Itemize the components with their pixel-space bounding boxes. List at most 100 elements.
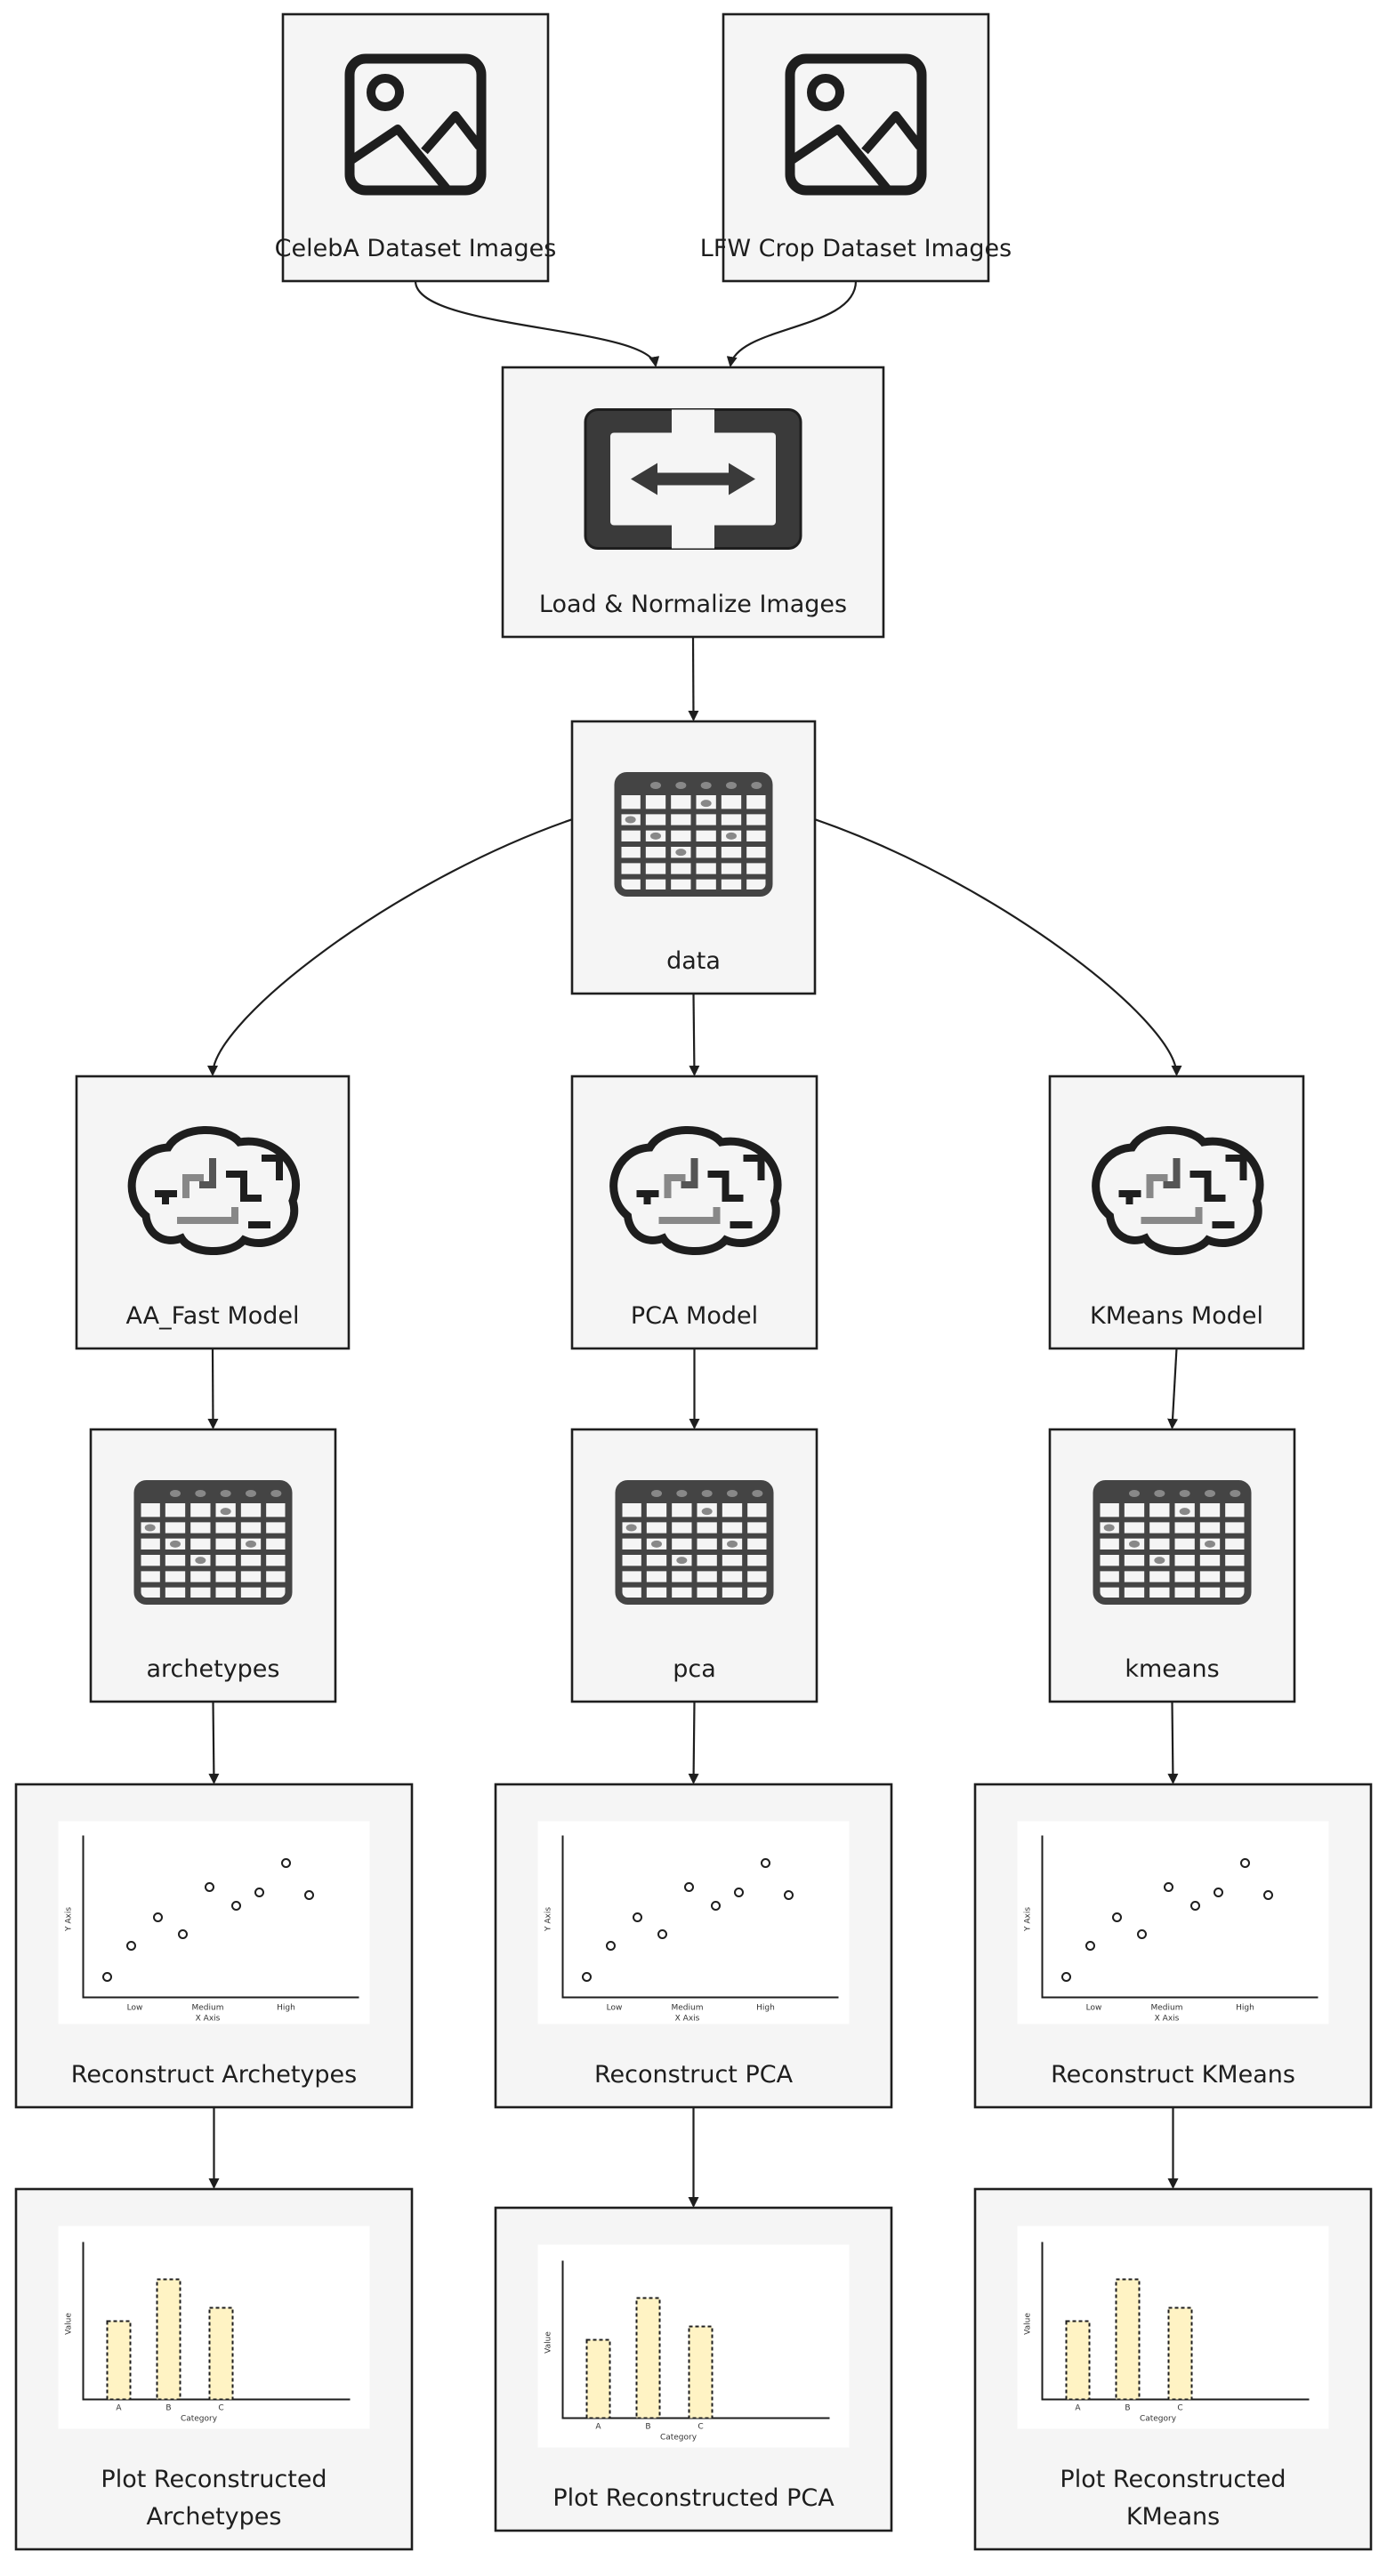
node-lfw[interactable]: LFW Crop Dataset Images bbox=[700, 12, 1012, 283]
scatter-x-axis-label: X Axis bbox=[675, 2015, 700, 2024]
bar-rect bbox=[688, 2325, 714, 2419]
node-label: Plot Reconstructed bbox=[101, 2466, 327, 2493]
scatter-x-tick: Medium bbox=[672, 2004, 704, 2013]
edge-data-to-aa-model bbox=[207, 818, 573, 1076]
table-cell-mark bbox=[625, 816, 636, 824]
node-load[interactable]: Load & Normalize Images bbox=[501, 366, 885, 639]
brain-icon bbox=[609, 1126, 782, 1255]
scatter-point bbox=[684, 1882, 694, 1892]
bar-category-tick: A bbox=[1075, 2404, 1081, 2413]
brain-circuit bbox=[730, 1155, 765, 1228]
scatter-x-tick: Low bbox=[607, 2004, 623, 2013]
node-box bbox=[75, 1075, 351, 1350]
node-label: Plot Reconstructed PCA bbox=[552, 2484, 835, 2512]
table-cell-mark bbox=[195, 1557, 206, 1565]
scatter-axes bbox=[561, 1835, 839, 1999]
scatter-point bbox=[178, 1929, 188, 1939]
scatter-point bbox=[304, 1890, 314, 1900]
node-archetypes[interactable]: archetypes bbox=[89, 1428, 337, 1703]
table-cell-mark bbox=[170, 1540, 181, 1548]
table-cell-mark bbox=[726, 782, 737, 789]
table-cell-mark bbox=[246, 1540, 256, 1548]
brain-circuit bbox=[155, 1190, 177, 1204]
bar-x-axis-label: Category bbox=[181, 2415, 218, 2424]
scatter-x-tick: Medium bbox=[1151, 2004, 1183, 2013]
scatter-point bbox=[633, 1912, 642, 1922]
double-arrow bbox=[631, 463, 755, 495]
scatter-point bbox=[205, 1882, 214, 1892]
table-cell-mark bbox=[752, 1490, 763, 1497]
node-km-model[interactable]: KMeans Model bbox=[1048, 1075, 1305, 1350]
scatter-point bbox=[582, 1972, 592, 1982]
node-label: KMeans bbox=[1126, 2503, 1220, 2531]
brain-circuit bbox=[1118, 1190, 1141, 1204]
table-cell-mark bbox=[195, 1490, 206, 1497]
brain-icon bbox=[1092, 1126, 1264, 1255]
transfer-arrows-icon bbox=[584, 408, 802, 550]
node-data[interactable]: data bbox=[570, 720, 817, 995]
brain-circuit bbox=[199, 1158, 216, 1188]
bar-x-axis-label: Category bbox=[1140, 2415, 1177, 2424]
image-icon bbox=[344, 53, 487, 196]
node-aa-model[interactable]: AA_Fast Model bbox=[75, 1075, 351, 1350]
brain-circuit bbox=[636, 1190, 659, 1204]
scatter-x-tick: High bbox=[1236, 2004, 1254, 2013]
table-cell-mark bbox=[727, 1490, 738, 1497]
table-cell-mark bbox=[220, 1508, 231, 1516]
bar-axes bbox=[561, 2260, 830, 2419]
node-label: AA_Fast Model bbox=[125, 1302, 299, 1330]
scatter-point bbox=[1164, 1882, 1173, 1892]
table-cell-mark bbox=[651, 1540, 662, 1548]
node-label: archetypes bbox=[146, 1655, 279, 1683]
image-sun bbox=[807, 74, 844, 111]
bar-rect bbox=[1065, 2320, 1091, 2401]
node-kmeans[interactable]: kmeans bbox=[1048, 1428, 1296, 1703]
brain-outline bbox=[1092, 1126, 1264, 1255]
scatter-point bbox=[254, 1888, 264, 1897]
bar-rect bbox=[106, 2320, 132, 2401]
scatter-point bbox=[1240, 1858, 1250, 1868]
bar-category-tick: C bbox=[698, 2423, 703, 2432]
table-icon bbox=[133, 1480, 293, 1605]
bar-category-tick: B bbox=[645, 2423, 650, 2432]
edge-lfw-to-load bbox=[726, 280, 858, 367]
node-label: Reconstruct KMeans bbox=[1051, 2061, 1295, 2089]
table-cell-mark bbox=[1129, 1540, 1140, 1548]
image-mountains bbox=[789, 111, 923, 192]
bar-rect bbox=[635, 2297, 661, 2419]
node-pca[interactable]: pca bbox=[570, 1428, 818, 1703]
bar-category-tick: C bbox=[218, 2404, 223, 2413]
edges-layer bbox=[207, 280, 1182, 2208]
node-celeba[interactable]: CelebA Dataset Images bbox=[275, 12, 557, 283]
bar-rect bbox=[1115, 2278, 1141, 2401]
bar-category-tick: A bbox=[116, 2404, 122, 2413]
table-cell-mark bbox=[1103, 1524, 1115, 1532]
node-label: LFW Crop Dataset Images bbox=[700, 235, 1012, 262]
node-label: Archetypes bbox=[147, 2503, 282, 2531]
brain-circuit bbox=[1146, 1174, 1168, 1198]
table-cell-mark bbox=[1154, 1490, 1165, 1497]
scatter-point bbox=[1137, 1929, 1147, 1939]
scatter-point bbox=[126, 1941, 136, 1951]
table-cell-mark bbox=[675, 849, 687, 857]
scatter-point bbox=[1061, 1972, 1071, 1982]
table-cell-mark bbox=[701, 1490, 713, 1497]
table-cell-mark bbox=[701, 1508, 713, 1516]
scatter-point bbox=[657, 1929, 667, 1939]
scatter-point bbox=[1190, 1901, 1200, 1911]
node-label: Load & Normalize Images bbox=[539, 591, 847, 618]
scatter-y-axis-label: Y Axis bbox=[1024, 1907, 1033, 1932]
node-pca-model[interactable]: PCA Model bbox=[570, 1075, 818, 1350]
transfer-notch-bottom bbox=[672, 525, 714, 549]
